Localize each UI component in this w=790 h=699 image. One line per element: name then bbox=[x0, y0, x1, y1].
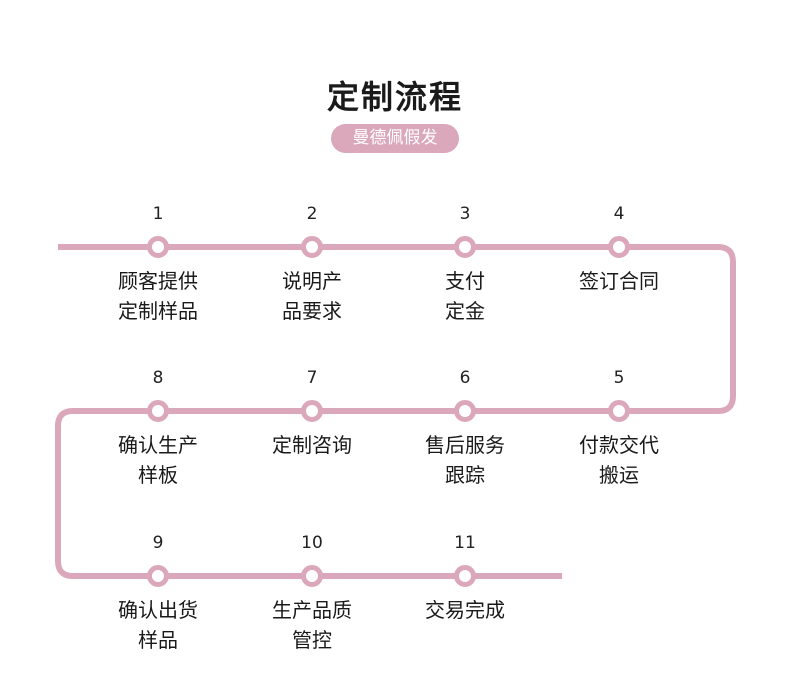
step-label-line: 样品 bbox=[138, 628, 178, 652]
step-label-line: 付款交代 bbox=[579, 433, 659, 457]
page-title: 定制流程 bbox=[326, 78, 463, 116]
step-node-3 bbox=[454, 236, 476, 258]
step-label-line: 顾客提供 bbox=[118, 269, 198, 293]
step-label-line: 品要求 bbox=[282, 299, 342, 323]
step-number-10: 10 bbox=[301, 533, 323, 553]
step-node-9 bbox=[147, 565, 169, 587]
step-label-line: 签订合同 bbox=[579, 269, 659, 293]
step-label-line: 管控 bbox=[292, 628, 332, 652]
step-node-10 bbox=[301, 565, 323, 587]
step-label-line: 确认生产 bbox=[118, 433, 198, 457]
step-number-4: 4 bbox=[613, 204, 625, 224]
step-number-6: 6 bbox=[459, 368, 471, 388]
step-node-2 bbox=[301, 236, 323, 258]
step-number-1: 1 bbox=[152, 204, 164, 224]
step-node-1 bbox=[147, 236, 169, 258]
step-label-8: 确认生产样板 bbox=[88, 430, 228, 490]
step-node-11 bbox=[454, 565, 476, 587]
step-label-line: 定制咨询 bbox=[272, 433, 352, 457]
step-number-2: 2 bbox=[306, 204, 318, 224]
step-number-9: 9 bbox=[152, 533, 164, 553]
step-node-8 bbox=[147, 400, 169, 422]
brand-badge: 曼德佩假发 bbox=[331, 124, 459, 153]
step-label-line: 说明产 bbox=[282, 269, 342, 293]
step-label-line: 样板 bbox=[138, 463, 178, 487]
step-number-7: 7 bbox=[306, 368, 318, 388]
step-number-11: 11 bbox=[454, 533, 476, 553]
step-label-line: 售后服务 bbox=[425, 433, 505, 457]
step-label-2: 说明产品要求 bbox=[242, 266, 382, 326]
step-label-10: 生产品质管控 bbox=[242, 595, 382, 655]
step-label-11: 交易完成 bbox=[395, 595, 535, 625]
step-label-3: 支付定金 bbox=[395, 266, 535, 326]
step-label-line: 生产品质 bbox=[272, 598, 352, 622]
step-label-line: 确认出货 bbox=[118, 598, 198, 622]
step-label-line: 跟踪 bbox=[445, 463, 485, 487]
step-label-line: 搬运 bbox=[599, 463, 639, 487]
step-label-5: 付款交代搬运 bbox=[549, 430, 689, 490]
step-node-4 bbox=[608, 236, 630, 258]
step-label-6: 售后服务跟踪 bbox=[395, 430, 535, 490]
step-label-line: 定金 bbox=[445, 299, 485, 323]
step-label-7: 定制咨询 bbox=[242, 430, 382, 460]
step-node-6 bbox=[454, 400, 476, 422]
step-label-1: 顾客提供定制样品 bbox=[88, 266, 228, 326]
step-label-9: 确认出货样品 bbox=[88, 595, 228, 655]
step-number-3: 3 bbox=[459, 204, 471, 224]
flow-line bbox=[55, 244, 736, 579]
step-number-5: 5 bbox=[613, 368, 625, 388]
step-label-4: 签订合同 bbox=[549, 266, 689, 296]
step-label-line: 支付 bbox=[445, 269, 485, 293]
step-label-line: 定制样品 bbox=[118, 299, 198, 323]
step-node-7 bbox=[301, 400, 323, 422]
step-label-line: 交易完成 bbox=[425, 598, 505, 622]
step-number-8: 8 bbox=[152, 368, 164, 388]
step-node-5 bbox=[608, 400, 630, 422]
